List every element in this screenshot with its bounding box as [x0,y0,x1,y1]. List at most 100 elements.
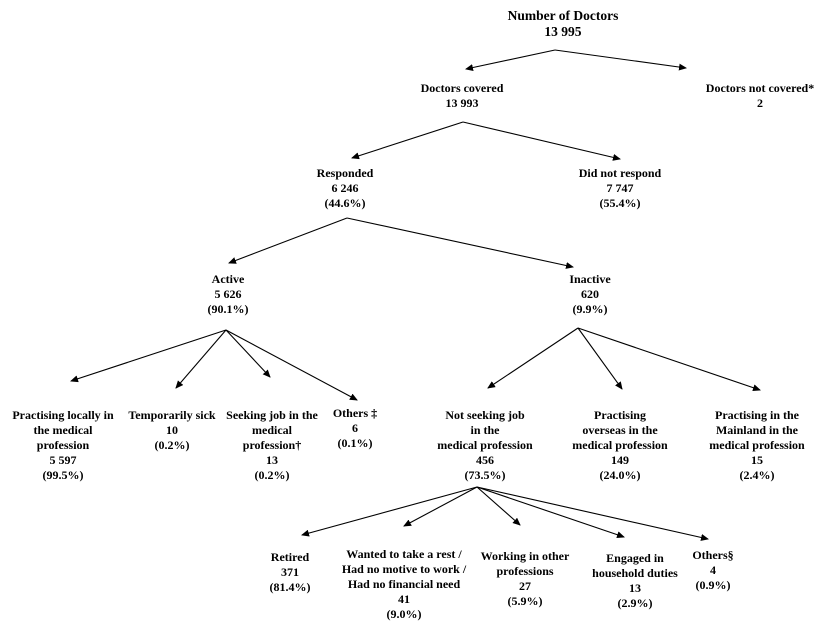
node-working-other-professions-label-1: professions [496,564,554,578]
edge-arrow [70,329,227,383]
node-seeking-job-label-2: profession† [242,438,302,452]
node-responded-label-0: Responded [316,166,374,180]
node-retired-label-0: Retired [270,550,310,564]
node-active-label-0: Active [211,272,245,286]
edge-arrow [228,217,348,264]
node-household-duties-value: 13 [628,581,641,595]
node-others-active-label-0: Others ‡ [332,406,378,420]
node-wanted-rest-percent: (9.0%) [386,607,422,621]
edge-arrow [465,49,556,71]
node-working-other-professions-value: 27 [519,579,531,593]
node-practising-mainland-value: 15 [750,453,763,467]
node-not-seeking-job-label-0: Not seeking job [445,408,525,422]
node-retired-value: 371 [281,565,299,579]
node-working-other-professions-label-0: Working in other [480,549,570,563]
node-others-active-value: 6 [351,421,358,435]
edge-arrow [462,121,621,161]
node-practising-locally-value: 5 597 [49,453,77,467]
node-temporarily-sick-label-0: Temporarily sick [128,408,216,422]
edge-arrow [175,329,227,389]
node-doctors-not-covered-value: 2 [756,96,763,110]
node-root-label-0: Number of Doctors [507,8,619,23]
node-household-duties-label-1: household duties [592,566,678,580]
node-wanted-rest: Wanted to take a rest /Had no motive to … [342,547,466,622]
node-doctors-not-covered-label-0: Doctors not covered* [705,81,815,95]
node-not-seeking-job-percent: (73.5%) [464,468,506,482]
edge-arrow [487,327,579,389]
edge-arrow [577,327,761,392]
node-retired-percent: (81.4%) [269,580,311,594]
node-practising-locally-label-2: profession [36,438,90,452]
edge-arrow [403,486,478,527]
node-practising-overseas-label-2: medical profession [572,438,668,452]
edge-arrow [351,121,464,160]
node-practising-overseas-label-1: overseas in the [582,423,658,437]
node-household-duties-percent: (2.9%) [617,596,653,610]
node-household-duties-label-0: Engaged in [606,551,664,565]
node-others-active: Others ‡6(0.1%) [333,406,377,451]
edge-arrow [476,486,709,541]
node-inactive-percent: (9.9%) [572,302,608,316]
node-doctors-covered-value: 13 993 [445,96,479,110]
node-did-not-respond-percent: (55.4%) [599,196,641,210]
node-inactive-value: 620 [580,287,599,301]
node-temporarily-sick-value: 10 [165,423,178,437]
node-active-value: 5 626 [214,287,242,301]
node-did-not-respond-value: 7 747 [606,181,634,195]
edge-arrow [346,217,574,269]
node-seeking-job-value: 13 [266,453,278,467]
node-practising-locally-label-0: Practising locally in [12,408,114,422]
node-others-inactive-percent: (0.9%) [695,578,731,592]
node-practising-overseas-percent: (24.0%) [599,468,641,482]
node-wanted-rest-label-2: Had no financial need [347,577,461,591]
node-practising-overseas-label-0: Practising [593,408,646,422]
node-practising-locally-percent: (99.5%) [42,468,84,482]
edge-arrow [554,49,687,71]
node-wanted-rest-label-0: Wanted to take a rest / [346,547,462,561]
node-seeking-job-label-1: medical [252,423,292,437]
node-wanted-rest-value: 41 [398,592,410,606]
node-responded-percent: (44.6%) [324,196,366,210]
node-active-percent: (90.1%) [207,302,249,316]
node-practising-locally-label-1: the medical [33,423,93,437]
node-not-seeking-job-label-2: medical profession [437,438,533,452]
node-doctors-not-covered: Doctors not covered*2 [706,81,814,111]
node-did-not-respond-label-0: Did not respond [578,166,662,180]
edge-arrow [476,486,625,539]
edge-arrow [476,486,521,526]
node-doctors-covered-label-0: Doctors covered [420,81,504,95]
node-others-inactive-label-0: Others§ [692,548,734,562]
node-working-other-professions-percent: (5.9%) [507,594,543,608]
node-others-active-percent: (0.1%) [337,436,373,450]
edge-arrow [225,329,358,401]
node-others-inactive-value: 4 [709,563,716,577]
edge-arrow [225,329,271,378]
node-seeking-job-percent: (0.2%) [254,468,290,482]
node-practising-mainland-label-1: Mainland in the [715,423,799,437]
node-practising-overseas-value: 149 [610,453,629,467]
node-others-inactive: Others§4(0.9%) [692,548,733,593]
node-not-seeking-job-value: 456 [475,453,494,467]
node-not-seeking-job-label-1: in the [470,423,500,437]
node-practising-mainland-percent: (2.4%) [739,468,775,482]
node-temporarily-sick-percent: (0.2%) [154,438,190,452]
node-practising-mainland-label-2: medical profession [709,438,805,452]
node-seeking-job-label-0: Seeking job in the [226,408,318,422]
edge-arrow [301,486,478,537]
